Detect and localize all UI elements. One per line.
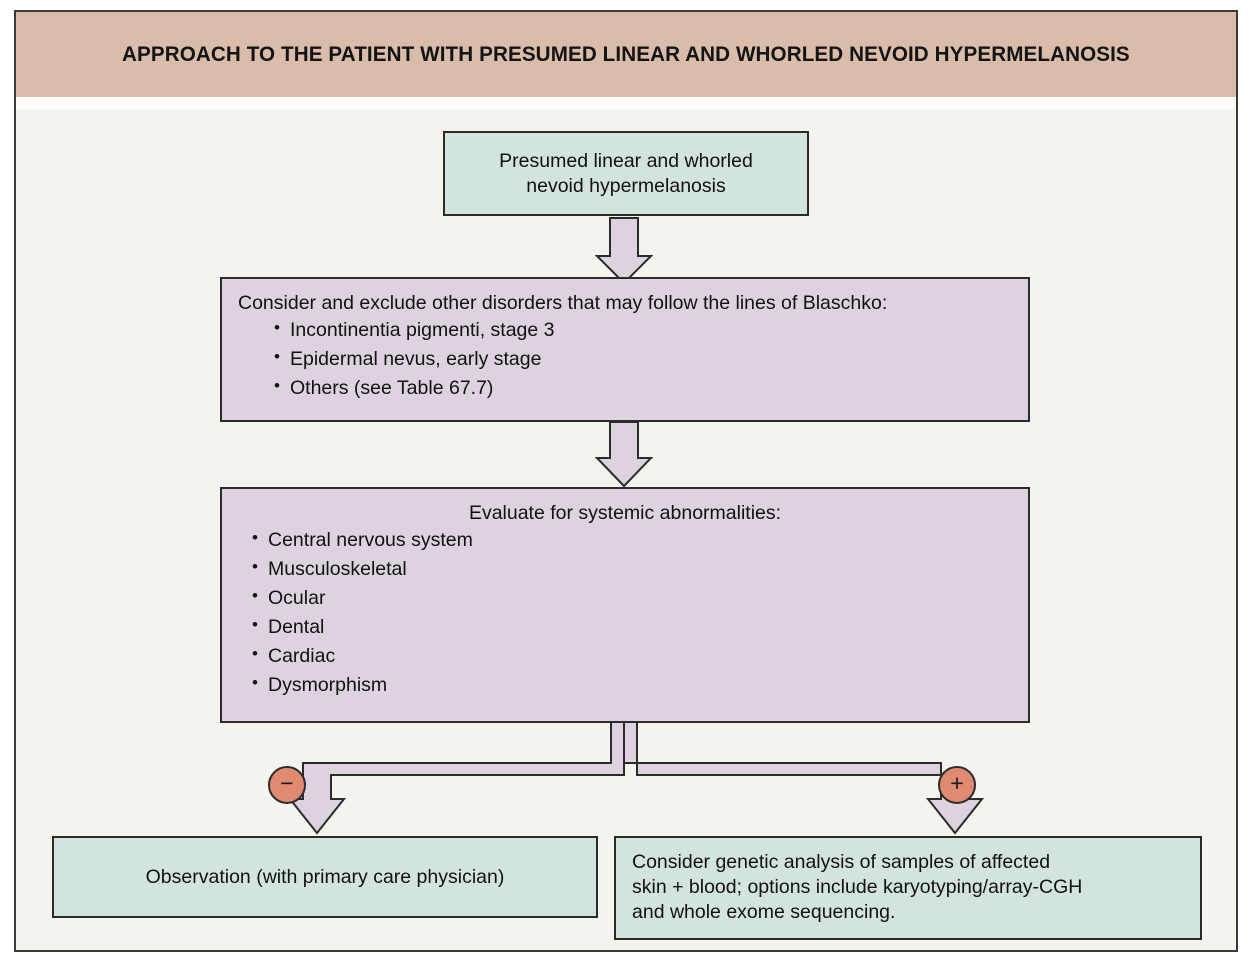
node-exclude-disorders[interactable]: Consider and exclude other disorders tha… [220, 277, 1030, 422]
list-item: Musculoskeletal [238, 556, 1012, 582]
list-item: Dental [238, 614, 1012, 640]
genetic-analysis-text: Consider genetic analysis of samples of … [632, 850, 1184, 925]
exclude-list: Incontinentia pigmenti, stage 3 Epiderma… [238, 317, 1012, 401]
negative-branch-badge: − [268, 766, 306, 804]
exclude-heading: Consider and exclude other disorders tha… [238, 292, 888, 314]
evaluate-heading: Evaluate for systemic abnormalities: [468, 502, 782, 524]
node-genetic-analysis[interactable]: Consider genetic analysis of samples of … [614, 836, 1202, 940]
page-title: APPROACH TO THE PATIENT WITH PRESUMED LI… [122, 42, 1130, 66]
evaluate-list: Central nervous system Musculoskeletal O… [238, 527, 1012, 698]
genetic-line-2: skin + blood; options include karyotypin… [632, 875, 1083, 898]
node-presumed-diagnosis[interactable]: Presumed linear and whorled nevoid hyper… [443, 131, 809, 216]
plus-icon: + [950, 769, 964, 796]
node-presumed-diagnosis-text: Presumed linear and whorled nevoid hyper… [499, 149, 753, 199]
node-evaluate-systemic[interactable]: Evaluate for systemic abnormalities: Cen… [220, 487, 1030, 723]
header-separator [16, 97, 1236, 109]
list-item: Epidermal nevus, early stage [238, 346, 1012, 372]
presumed-line-1: Presumed linear and whorled [499, 149, 753, 172]
observation-text: Observation (with primary care physician… [145, 865, 505, 888]
positive-branch-badge: + [938, 766, 976, 804]
genetic-line-3: and whole exome sequencing. [632, 900, 896, 923]
node-observation[interactable]: Observation (with primary care physician… [52, 836, 598, 918]
presumed-line-2: nevoid hypermelanosis [526, 174, 726, 197]
list-item: Central nervous system [238, 527, 1012, 553]
genetic-line-1: Consider genetic analysis of samples of … [632, 851, 1051, 873]
minus-icon: − [280, 769, 294, 796]
list-item: Cardiac [238, 643, 1012, 669]
list-item: Ocular [238, 585, 1012, 611]
list-item: Dysmorphism [238, 672, 1012, 698]
list-item: Others (see Table 67.7) [238, 375, 1012, 401]
list-item: Incontinentia pigmenti, stage 3 [238, 317, 1012, 343]
header-band: APPROACH TO THE PATIENT WITH PRESUMED LI… [16, 12, 1236, 97]
